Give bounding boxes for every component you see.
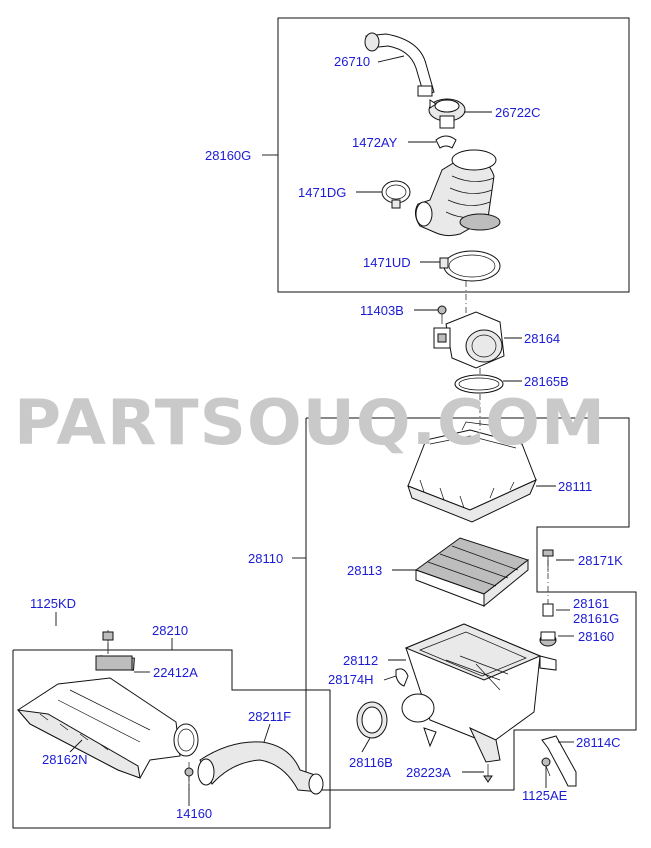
frame-duct — [12, 649, 331, 829]
label-28161[interactable]: 28161 — [573, 596, 609, 611]
air-duct-drawing — [16, 655, 199, 779]
large-clamp-drawing — [439, 250, 501, 282]
label-28160[interactable]: 28160 — [578, 629, 614, 644]
label-26710[interactable]: 26710 — [334, 54, 370, 69]
duct-hose-drawing — [197, 741, 324, 795]
valve-drawing — [428, 98, 466, 129]
label-28162N[interactable]: 28162N — [42, 752, 88, 767]
frame-upper-intake — [277, 17, 630, 293]
leader-28211F — [263, 723, 271, 743]
screw-drawing — [437, 305, 447, 324]
label-28160G[interactable]: 28160G — [205, 148, 251, 163]
leader-28162N — [69, 739, 83, 753]
label-28223A[interactable]: 28223A — [406, 765, 451, 780]
label-1125KD[interactable]: 1125KD — [30, 596, 76, 611]
clip-drawing — [395, 668, 409, 687]
label-1471UD[interactable]: 1471UD — [363, 255, 411, 270]
small-clamp-drawing — [435, 135, 457, 149]
label-26722C[interactable]: 26722C — [495, 105, 541, 120]
label-14160[interactable]: 14160 — [176, 806, 212, 821]
label-28113[interactable]: 28113 — [347, 563, 382, 578]
frame-air-cleaner — [305, 417, 637, 791]
label-28161G[interactable]: 28161G — [573, 611, 619, 626]
label-28116B[interactable]: 28116B — [349, 755, 393, 770]
label-11403B[interactable]: 11403B — [360, 303, 404, 318]
air-cleaner-cover-drawing — [407, 421, 537, 523]
label-28171K[interactable]: 28171K — [578, 553, 623, 568]
label-1472AY[interactable]: 1472AY — [352, 135, 398, 150]
label-28112[interactable]: 28112 — [343, 653, 378, 668]
label-28210[interactable]: 28210 — [152, 623, 188, 638]
label-28111[interactable]: 28111 — [558, 479, 592, 494]
bushing-drawing — [542, 603, 554, 617]
air-cleaner-body-drawing — [401, 623, 557, 763]
mount-drawing — [539, 631, 557, 647]
hose-clamp-drawing — [381, 180, 411, 209]
label-28211F[interactable]: 28211F — [248, 709, 291, 724]
bolt-duct-drawing — [102, 631, 114, 654]
air-flow-sensor-drawing — [433, 311, 505, 369]
label-28165B[interactable]: 28165B — [524, 374, 569, 389]
leader-26710 — [377, 55, 405, 63]
breather-hose-drawing — [364, 32, 435, 97]
intake-hose-drawing — [414, 149, 501, 237]
duct-clip-drawing — [184, 767, 194, 784]
label-28114C[interactable]: 28114C — [576, 735, 621, 750]
seal-drawing — [356, 701, 388, 739]
label-28174H[interactable]: 28174H — [328, 672, 374, 687]
watermark: PARTSOUQ.COM — [14, 386, 606, 459]
leader-28116B — [361, 737, 371, 753]
label-28110[interactable]: 28110 — [248, 551, 283, 566]
label-28164[interactable]: 28164 — [524, 331, 560, 346]
leader-28174H — [383, 675, 397, 681]
filter-element-drawing — [414, 537, 530, 608]
label-plate-drawing — [95, 655, 133, 671]
pin-drawing — [483, 764, 493, 783]
label-22412A[interactable]: 22412A — [153, 665, 198, 680]
label-1125AE[interactable]: 1125AE — [522, 788, 568, 803]
label-1471DG[interactable]: 1471DG — [298, 185, 346, 200]
bolt-drawing — [542, 549, 554, 572]
